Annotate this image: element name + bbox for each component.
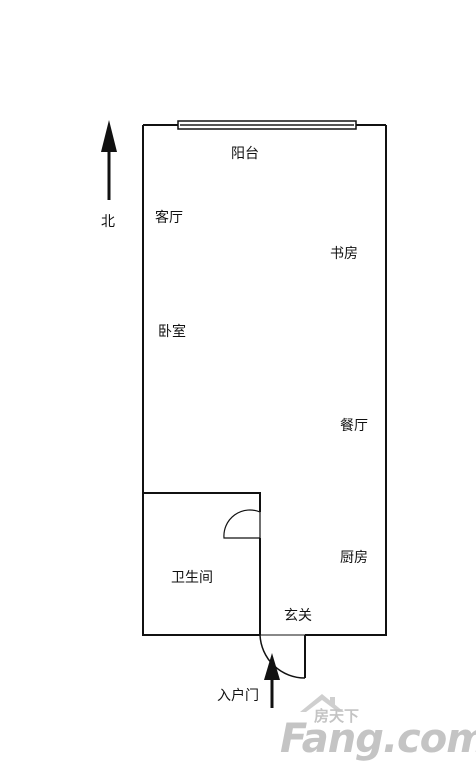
room-label-bedroom: 卧室 (158, 324, 186, 340)
fang-house-logo-icon (300, 694, 344, 712)
east-wall (305, 125, 387, 636)
bathroom-walls (143, 492, 261, 635)
room-label-study: 书房 (330, 246, 358, 262)
bathroom-door (223, 509, 261, 539)
room-label-living-room: 客厅 (155, 210, 183, 226)
watermark-brand-cn: 房天下 (314, 707, 360, 725)
room-label-foyer: 玄关 (284, 608, 312, 624)
room-label-balcony: 阳台 (231, 146, 259, 162)
outer-walls (142, 124, 387, 636)
entrance-arrow-icon (264, 653, 280, 708)
balcony-window (177, 120, 357, 130)
north-arrow-icon (101, 120, 117, 200)
west-wall (142, 125, 260, 636)
room-label-dining-room: 餐厅 (340, 418, 368, 434)
watermark-brand: Fang.com (280, 716, 476, 762)
entrance-label: 入户门 (217, 688, 259, 704)
north-label: 北 (101, 214, 115, 230)
room-label-kitchen: 厨房 (340, 550, 368, 566)
room-label-bathroom: 卫生间 (171, 570, 213, 586)
